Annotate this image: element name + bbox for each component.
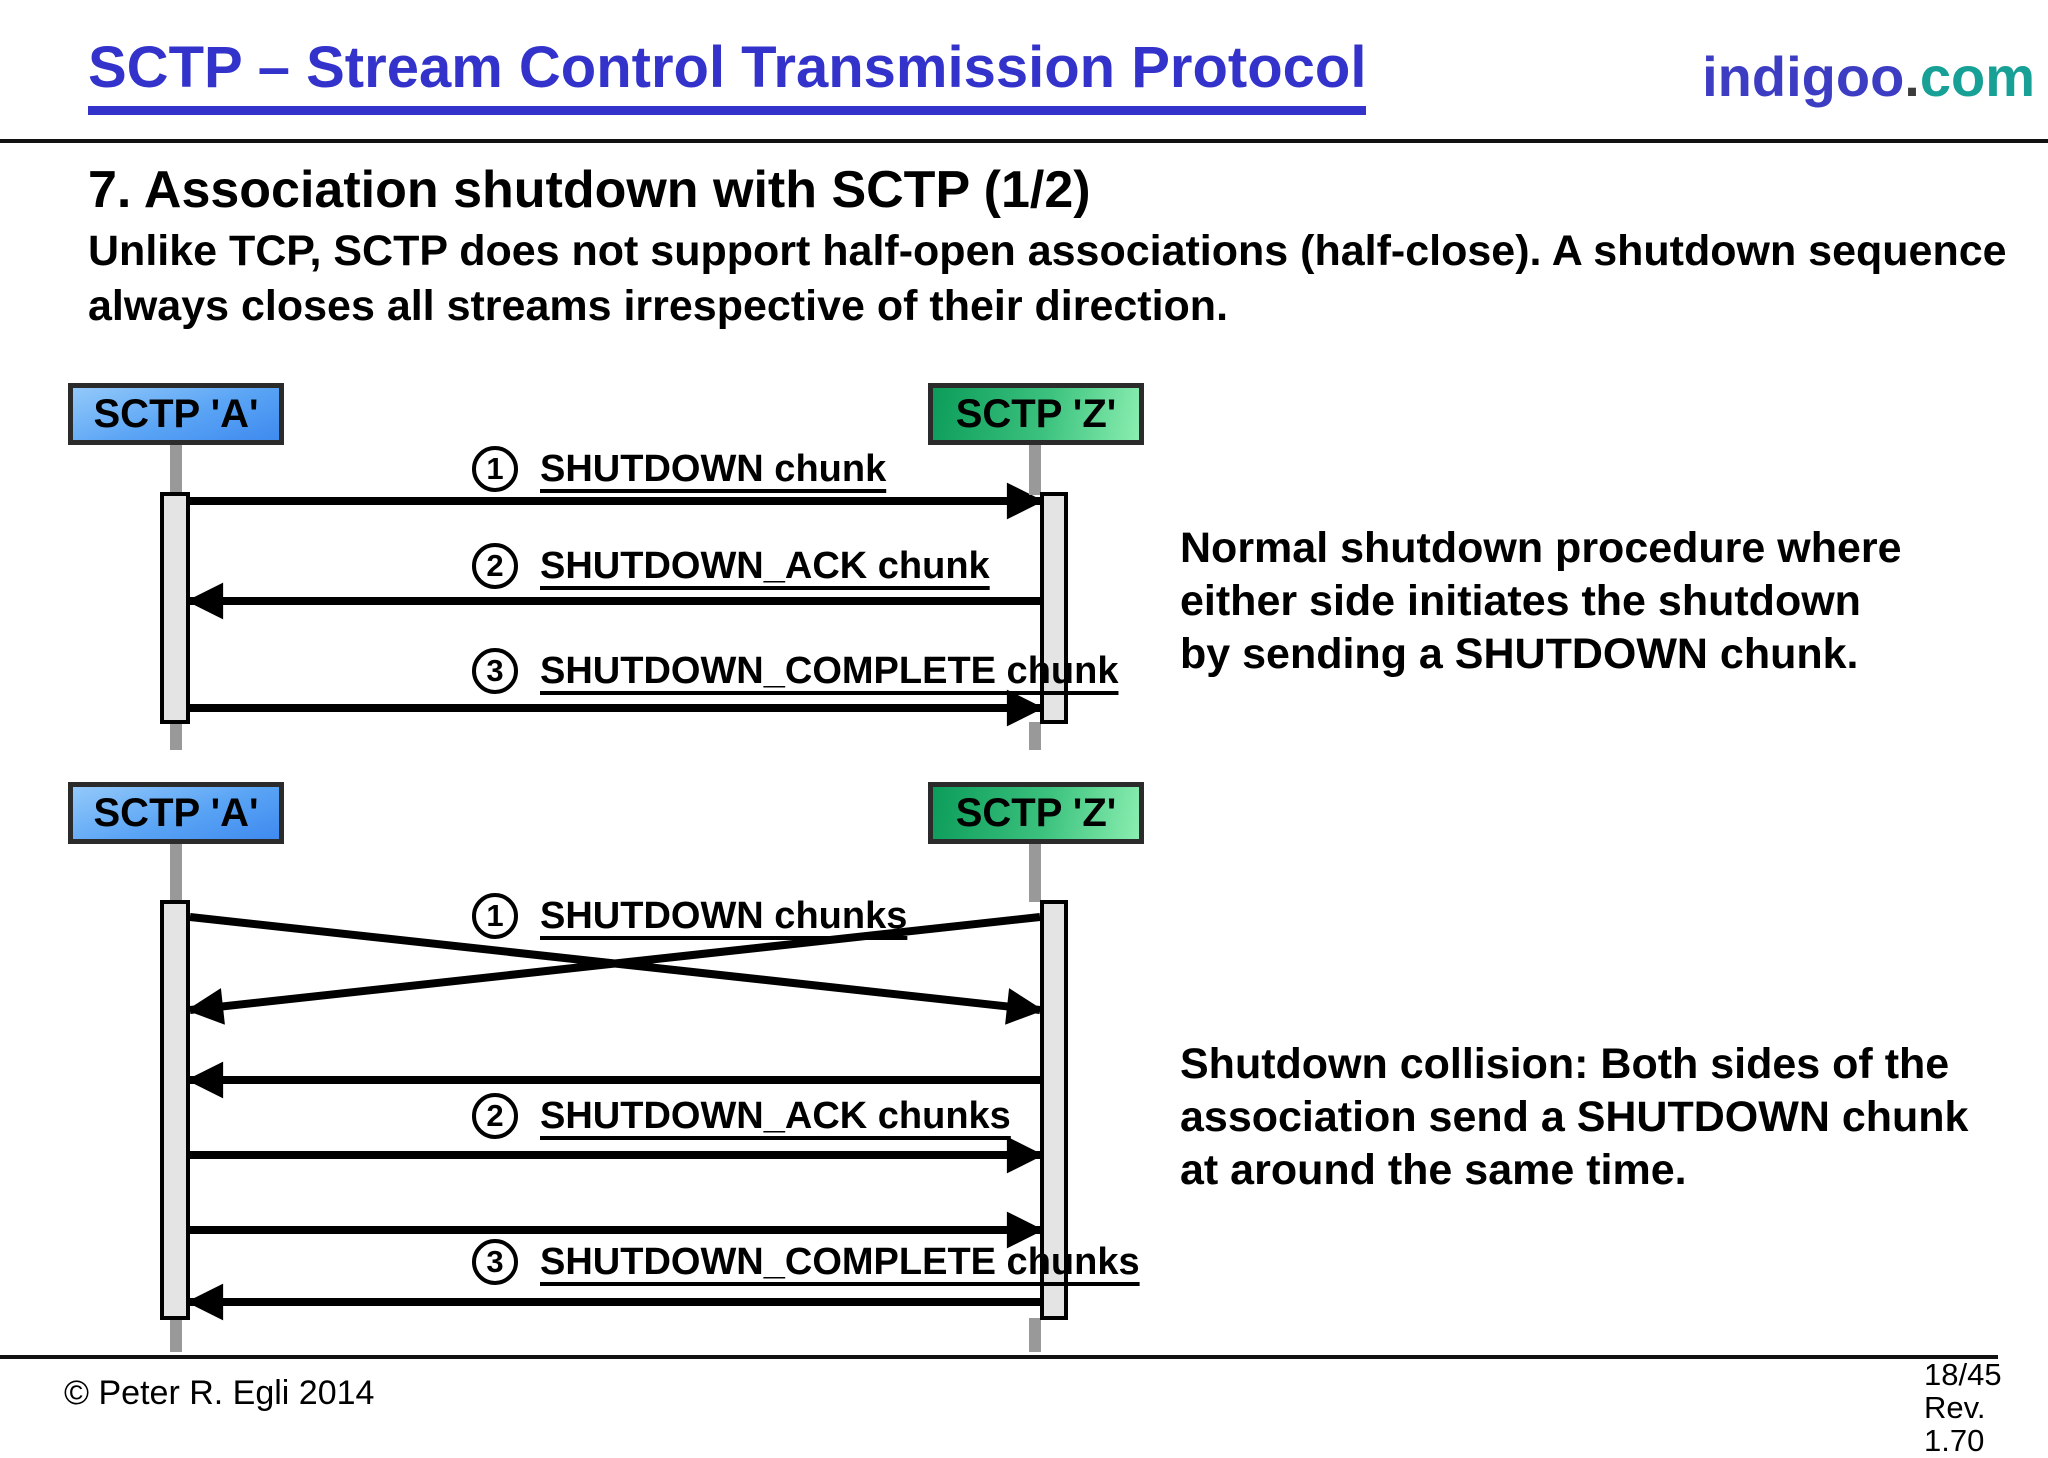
logo-dot: . — [1904, 45, 1920, 108]
lifeline-stem — [170, 443, 182, 495]
lifeline-stem — [1029, 722, 1041, 750]
footer-divider — [0, 1355, 1998, 1359]
lifeline-stem — [170, 722, 182, 750]
lifeline-stem — [170, 1318, 182, 1352]
message-text: SHUTDOWN_COMPLETE chunk — [540, 649, 1119, 692]
logo-name: indigoo — [1702, 45, 1905, 108]
page-title: SCTP – Stream Control Transmission Proto… — [88, 34, 1367, 115]
lifeline-stem — [170, 842, 182, 902]
endpoint-box-sctp-a: SCTP 'A' — [68, 383, 284, 445]
message-label: 3 SHUTDOWN_COMPLETE chunks — [472, 1237, 1140, 1287]
section-heading: 7. Association shutdown with SCTP (1/2) — [88, 161, 1091, 219]
message-text: SHUTDOWN chunk — [540, 447, 887, 490]
message-label: 1 SHUTDOWN chunks — [472, 891, 907, 941]
logo-tld: com — [1919, 45, 2035, 108]
header-divider — [0, 139, 2048, 143]
note-shutdown-collision: Shutdown collision: Both sides of the as… — [1180, 1040, 1969, 1194]
copyright-text: © Peter R. Egli 2014 — [64, 1374, 375, 1412]
message-text: SHUTDOWN_ACK chunk — [540, 544, 990, 587]
indigoo-logo: indigoo.com — [1702, 44, 2035, 109]
step-number-badge: 3 — [472, 648, 518, 694]
message-label: 2 SHUTDOWN_ACK chunks — [472, 1091, 1011, 1141]
message-text: SHUTDOWN chunks — [540, 894, 908, 937]
message-text: SHUTDOWN_COMPLETE chunks — [540, 1240, 1140, 1283]
revision-number: Rev. 1.70 — [1924, 1390, 1986, 1458]
endpoint-box-sctp-z: SCTP 'Z' — [928, 782, 1144, 844]
step-number-badge: 2 — [472, 1093, 518, 1139]
activation-bar-z — [1040, 492, 1068, 724]
step-number-badge: 1 — [472, 446, 518, 492]
step-number-badge: 3 — [472, 1239, 518, 1285]
page-and-revision: 18/45 Rev. 1.70 — [1924, 1358, 2048, 1457]
message-text: SHUTDOWN_ACK chunks — [540, 1094, 1011, 1137]
lifeline-stem — [1029, 842, 1041, 902]
lifeline-stem — [1029, 443, 1041, 495]
message-label: 1 SHUTDOWN chunk — [472, 444, 886, 494]
step-number-badge: 2 — [472, 543, 518, 589]
slide-page: { "header": { "title": "SCTP – Stream Co… — [0, 34, 2048, 1457]
note-normal-shutdown: Normal shutdown procedure where either s… — [1180, 524, 1902, 678]
activation-bar-z — [1040, 900, 1068, 1320]
page-number: 18/45 — [1924, 1357, 2002, 1392]
activation-bar-a — [160, 900, 190, 1320]
message-label: 2 SHUTDOWN_ACK chunk — [472, 541, 990, 591]
activation-bar-a — [160, 492, 190, 724]
endpoint-box-sctp-a: SCTP 'A' — [68, 782, 284, 844]
message-label: 3 SHUTDOWN_COMPLETE chunk — [472, 646, 1118, 696]
section-subtitle: Unlike TCP, SCTP does not support half-o… — [88, 227, 2007, 330]
step-number-badge: 1 — [472, 893, 518, 939]
endpoint-box-sctp-z: SCTP 'Z' — [928, 383, 1144, 445]
lifeline-stem — [1029, 1318, 1041, 1352]
